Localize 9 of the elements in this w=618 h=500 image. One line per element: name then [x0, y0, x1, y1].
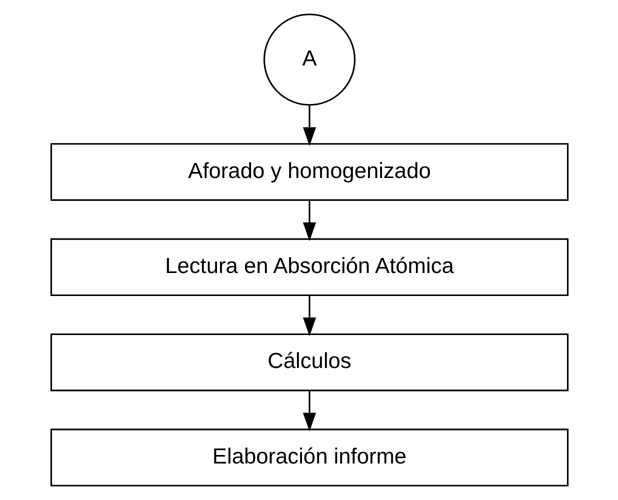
node-box: Elaboración informe: [50, 428, 568, 486]
arrow: [302, 390, 316, 432]
node-box: Aforado y homogenizado: [50, 143, 568, 201]
node-box: Lectura en Absorción Atómica: [50, 238, 568, 296]
arrow: [302, 104, 316, 146]
arrow: [302, 295, 316, 336]
arrow: [302, 200, 316, 242]
node-circle: A: [262, 14, 356, 106]
node-box: Cálculos: [50, 333, 568, 392]
